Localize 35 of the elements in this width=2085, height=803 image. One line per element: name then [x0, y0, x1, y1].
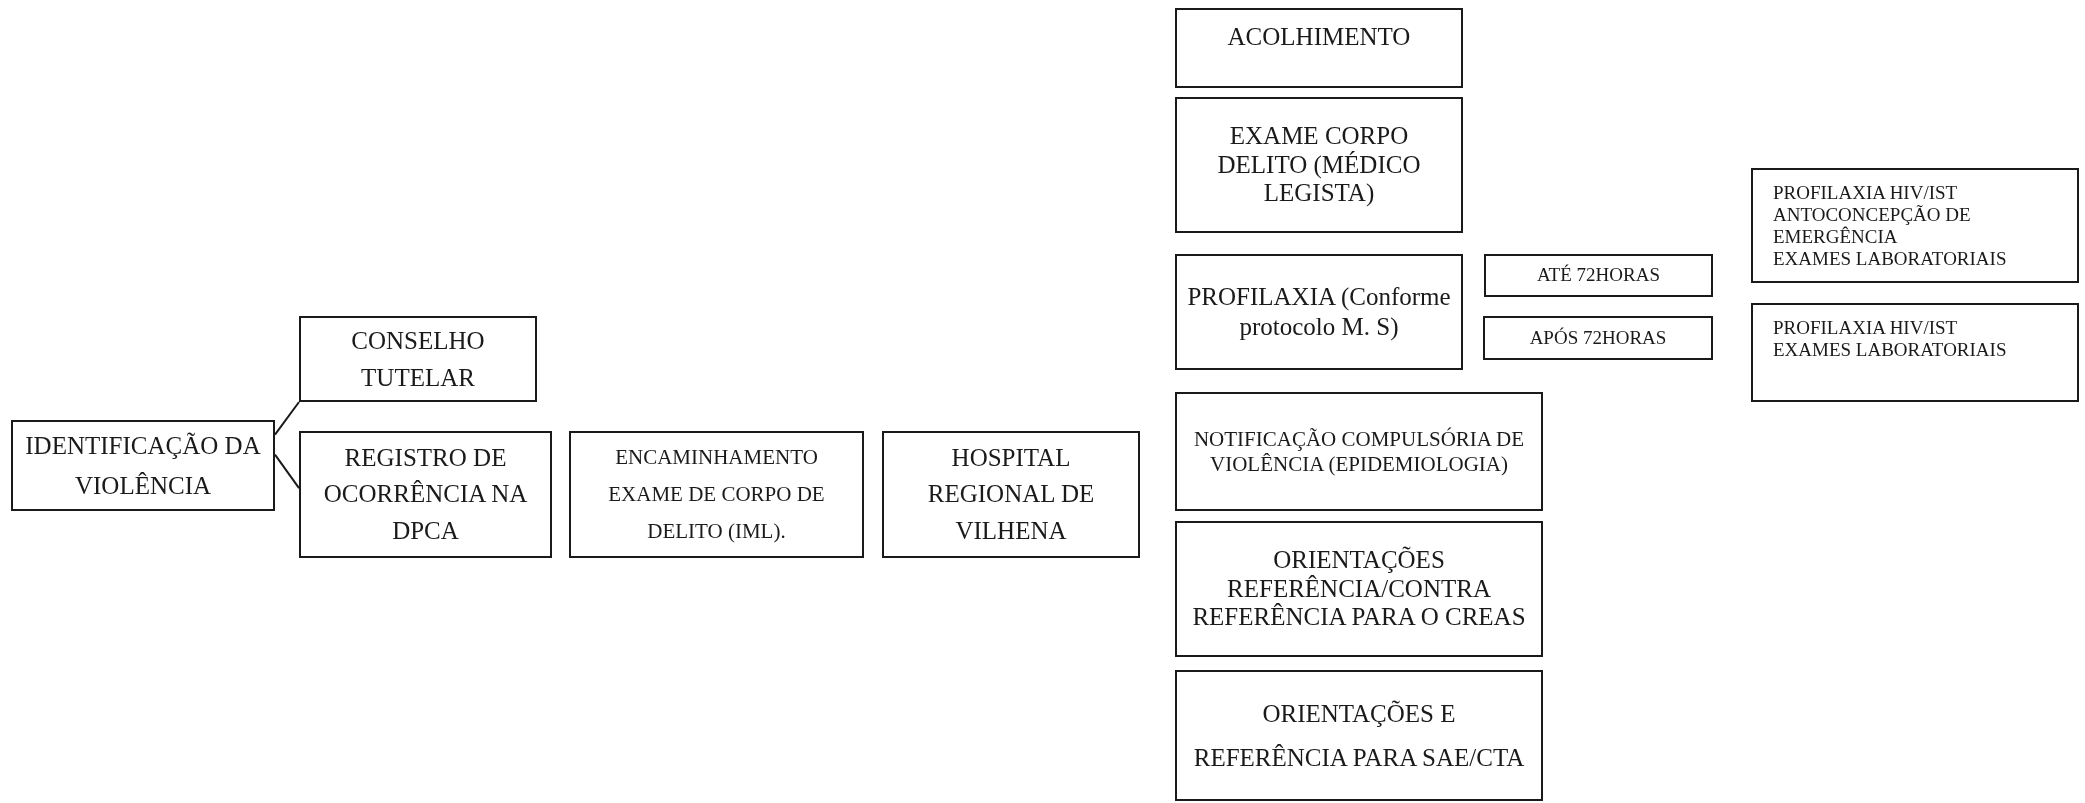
process-box [1751, 303, 2079, 402]
process-box [1483, 316, 1713, 360]
box-text: ACOLHIMENTO [1227, 22, 1411, 52]
process-box [1175, 8, 1463, 88]
box-text: PROFILAXIA HIV/IST [1773, 182, 1958, 204]
process-box [299, 431, 552, 558]
process-box [1175, 254, 1463, 370]
box-text: NOTIFICAÇÃO COMPULSÓRIA DE VIOLÊNCIA (EPIDEMIOLOGIA) [1192, 427, 1526, 476]
box-text: ENCAMINHAMENTO EXAME DE CORPO DE DELITO (IML). [607, 444, 826, 545]
process-box [1484, 254, 1713, 297]
process-box [11, 420, 275, 511]
process-box [569, 431, 864, 558]
box-text: PROFILAXIA HIV/IST [1773, 317, 1958, 339]
box-text: EXAME CORPO DELITO (MÉDICO LEGISTA) [1216, 121, 1422, 209]
box-text: EXAMES LABORATORIAIS [1773, 247, 2007, 270]
connector-line [274, 453, 300, 490]
connector-line [274, 401, 300, 436]
box-text: HOSPITAL REGIONAL DE VILHENA [926, 443, 1096, 546]
process-box [299, 316, 537, 402]
process-box [1751, 168, 2079, 283]
box-text: CONSELHO TUTELAR [350, 325, 486, 393]
box-text: PROFILAXIA (Conforme protocolo M. S) [1186, 282, 1452, 342]
box-text: REGISTRO DE OCORRÊNCIA NA DPCA [322, 443, 529, 546]
box-text: APÓS 72HORAS [1529, 326, 1667, 350]
process-box [1175, 97, 1463, 233]
process-box [1175, 521, 1543, 657]
box-text: ORIENTAÇÕES REFERÊNCIA/CONTRA REFERÊNCIA PARA O CREAS [1191, 545, 1527, 633]
box-text: ORIENTAÇÕES E REFERÊNCIA PARA SAE/CTA [1192, 698, 1526, 773]
process-box [882, 431, 1140, 558]
box-text: ATÉ 72HORAS [1537, 264, 1660, 287]
box-text: IDENTIFICAÇÃO DA VIOLÊNCIA [24, 430, 262, 501]
box-text: EXAMES LABORATORIAIS [1773, 338, 2007, 361]
process-box [1175, 670, 1543, 801]
box-text: ANTOCONCEPÇÃO DE EMERGÊNCIA [1773, 203, 1972, 248]
process-box [1175, 392, 1543, 511]
